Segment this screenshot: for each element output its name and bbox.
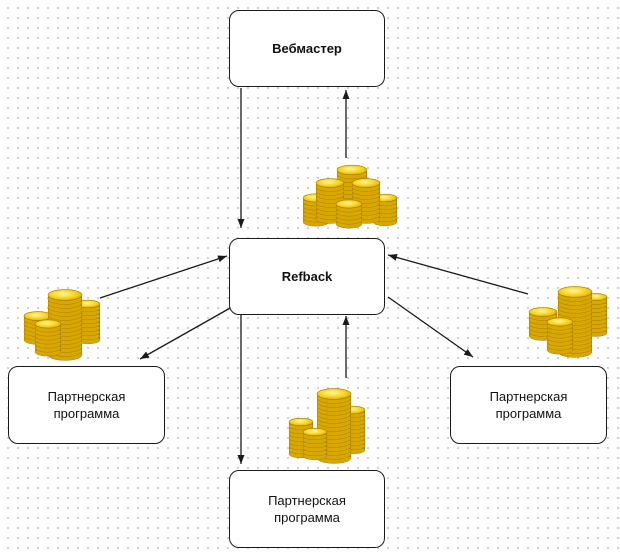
arrow-right-partner-to-refback [387,254,529,295]
refback-node[interactable]: Refback [229,238,385,315]
webmaster-node[interactable]: Вебмастер [229,10,385,87]
partner-program-bottom-node[interactable]: Партнерская программа [229,470,385,548]
partner-program-left-node[interactable]: Партнерская программа [8,366,165,444]
arrow-refback-to-left-partner [139,306,233,360]
arrow-left-partner-to-refback [99,255,228,299]
arrow-refback-to-right-partner [387,296,474,358]
coins-icon-bottom [288,388,366,464]
coins-icon-left [23,289,101,361]
coins-icon-right [528,286,608,358]
partner-program-right-node[interactable]: Партнерская программа [450,366,607,444]
coins-icon-top [302,164,398,229]
